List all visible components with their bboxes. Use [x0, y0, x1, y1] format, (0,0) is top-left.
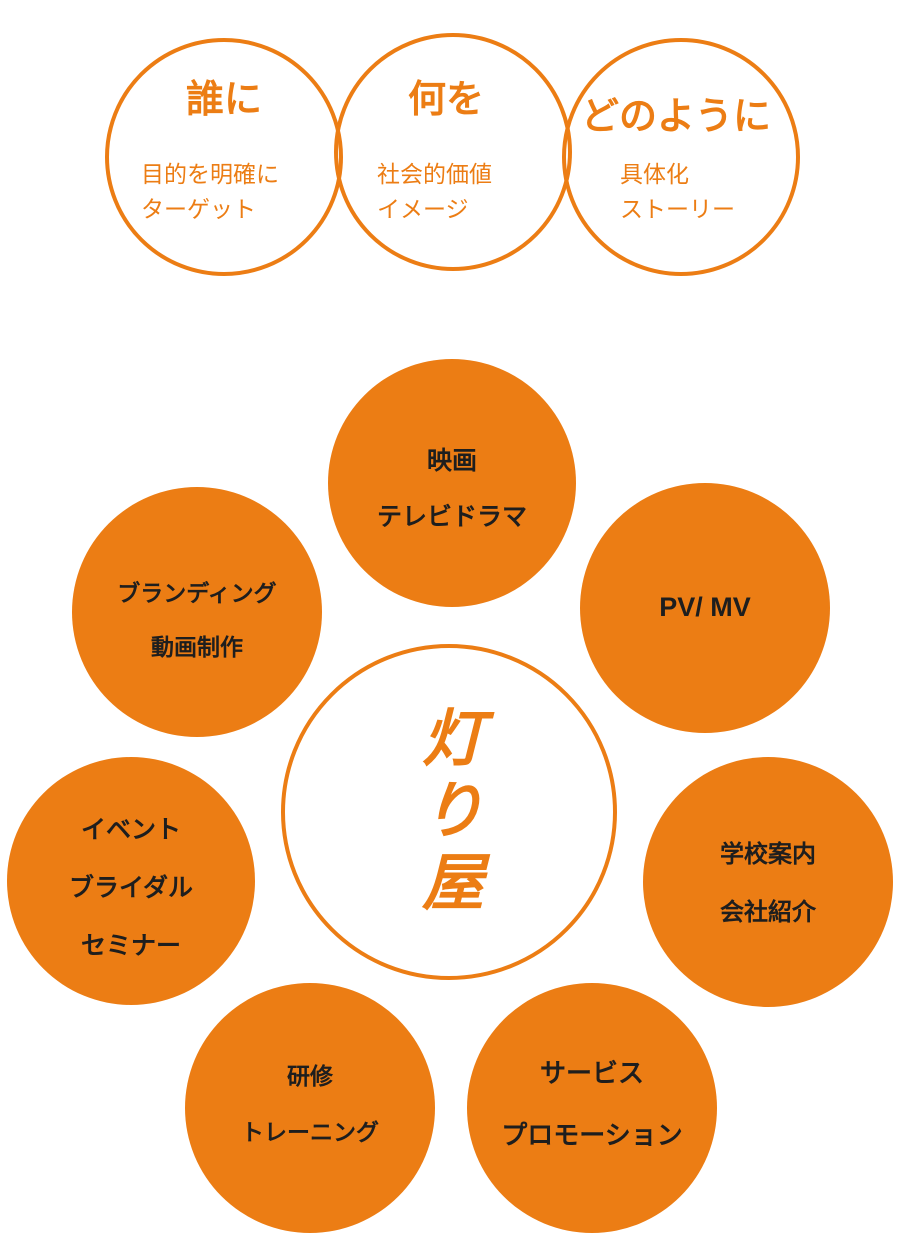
what-heading: 何を — [408, 77, 485, 121]
branding-label: ブランディング 動画制作 — [72, 567, 322, 675]
target-heading: 誰に — [186, 77, 263, 121]
how-heading: どのように — [581, 94, 772, 138]
event-label: イベント ブライダル セミナー — [7, 801, 255, 975]
brand-char: り — [421, 774, 484, 847]
service-line: プロモーション — [501, 1121, 683, 1151]
training-line: 研修 — [287, 1064, 333, 1090]
branding-line: ブランディング — [117, 581, 277, 607]
how-circle — [562, 38, 800, 276]
service-label: サービス プロモーション — [463, 1043, 721, 1167]
film-line: テレビドラマ — [376, 502, 527, 531]
school-line: 学校案内 — [720, 840, 816, 868]
brand-logo-text: 灯 り 屋 — [285, 703, 621, 919]
pv-label: PV/ MV — [580, 587, 830, 627]
service-circle: サービス プロモーション — [467, 983, 717, 1233]
event-line: イベント — [80, 815, 181, 844]
how-line: 具体化 — [620, 162, 689, 188]
target-description: 目的を明確に ターゲット — [141, 158, 279, 228]
film-label: 映画 テレビドラマ — [328, 433, 576, 545]
service-line: サービス — [539, 1059, 644, 1089]
what-line: 社会的価値 — [377, 162, 492, 188]
event-line: セミナー — [80, 931, 181, 960]
target-line: ターゲット — [141, 197, 256, 223]
what-line: イメージ — [377, 197, 469, 223]
school-label: 学校案内 会社紹介 — [643, 825, 893, 941]
training-label: 研修 トレーニング — [185, 1049, 435, 1161]
branding-circle: ブランディング 動画制作 — [72, 487, 322, 737]
brand-char: 屋 — [421, 846, 484, 919]
pv-line: PV/ MV — [659, 592, 751, 622]
event-line: ブライダル — [68, 873, 193, 902]
branding-line: 動画制作 — [151, 635, 243, 661]
brand-char: 灯 — [421, 702, 484, 775]
what-description: 社会的価値 イメージ — [377, 158, 492, 228]
pv-circle: PV/ MV — [580, 483, 830, 733]
training-line: トレーニング — [241, 1120, 379, 1146]
how-description: 具体化 ストーリー — [620, 158, 735, 228]
target-circle — [105, 38, 343, 276]
school-circle: 学校案内 会社紹介 — [643, 757, 893, 1007]
training-circle: 研修 トレーニング — [185, 983, 435, 1233]
center-circle: 灯 り 屋 — [281, 644, 617, 980]
school-line: 会社紹介 — [720, 898, 816, 926]
how-line: ストーリー — [620, 197, 735, 223]
what-circle — [334, 33, 572, 271]
film-line: 映画 — [426, 446, 477, 475]
event-circle: イベント ブライダル セミナー — [7, 757, 255, 1005]
film-circle: 映画 テレビドラマ — [328, 359, 576, 607]
target-line: 目的を明確に — [141, 162, 279, 188]
